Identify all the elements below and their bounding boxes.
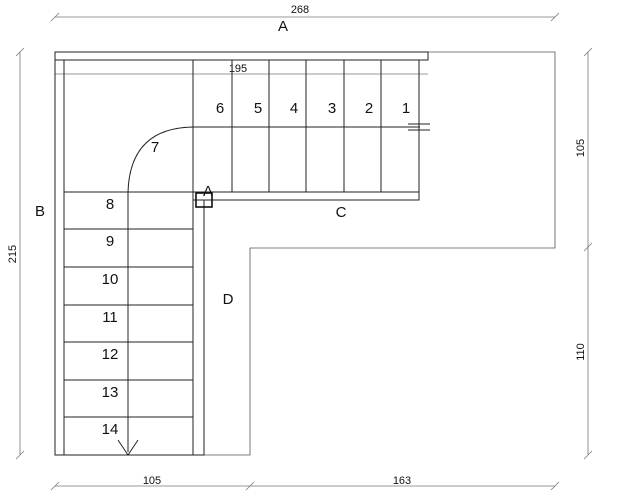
left-stringer bbox=[54, 59, 65, 456]
label-a-corner: A bbox=[203, 183, 213, 200]
dimension-top-inner-label: 195 bbox=[229, 63, 247, 75]
lower-flight-stringer bbox=[192, 199, 205, 456]
dimension-top-inner: 195 bbox=[55, 63, 428, 75]
dimension-right-lower-label: 110 bbox=[575, 343, 587, 361]
break-mark bbox=[408, 123, 430, 131]
step-number: 8 bbox=[106, 196, 114, 213]
newel-post bbox=[195, 192, 213, 208]
upper-risers bbox=[231, 60, 382, 192]
step-number: 1 bbox=[402, 100, 410, 117]
top-wall-band bbox=[54, 51, 429, 61]
upper-flight-stringer bbox=[192, 191, 420, 201]
step-number: 7 bbox=[151, 139, 159, 156]
dimension-left: 215 bbox=[7, 47, 25, 460]
dimension-right-upper-label: 105 bbox=[575, 139, 587, 157]
step-number: 3 bbox=[328, 100, 336, 117]
dimension-left-label: 215 bbox=[7, 245, 19, 263]
label-d: D bbox=[223, 291, 234, 308]
wall-outline bbox=[55, 51, 556, 456]
step-number: 14 bbox=[102, 421, 119, 438]
label-a-top: A bbox=[278, 18, 288, 35]
step-number: 9 bbox=[106, 233, 114, 250]
dimension-top-total: 268 bbox=[50, 4, 560, 22]
step-number: 12 bbox=[102, 346, 119, 363]
dimension-bottom-right-label: 163 bbox=[393, 475, 411, 487]
step-number: 6 bbox=[216, 100, 224, 117]
label-b: B bbox=[35, 203, 45, 220]
step-number: 13 bbox=[102, 384, 119, 401]
dimension-bottom: 105 163 bbox=[50, 475, 560, 491]
step-number: 2 bbox=[365, 100, 373, 117]
step-number: 11 bbox=[102, 309, 118, 326]
step-number: 10 bbox=[102, 271, 119, 288]
step-number: 5 bbox=[254, 100, 262, 117]
step-number: 4 bbox=[290, 100, 298, 117]
dimension-bottom-left-label: 105 bbox=[143, 475, 161, 487]
walking-line bbox=[127, 126, 420, 452]
label-c: C bbox=[336, 204, 347, 221]
dimension-top-total-label: 268 bbox=[291, 4, 309, 16]
lower-risers bbox=[64, 228, 193, 418]
dimension-right: 105 110 bbox=[575, 47, 593, 460]
